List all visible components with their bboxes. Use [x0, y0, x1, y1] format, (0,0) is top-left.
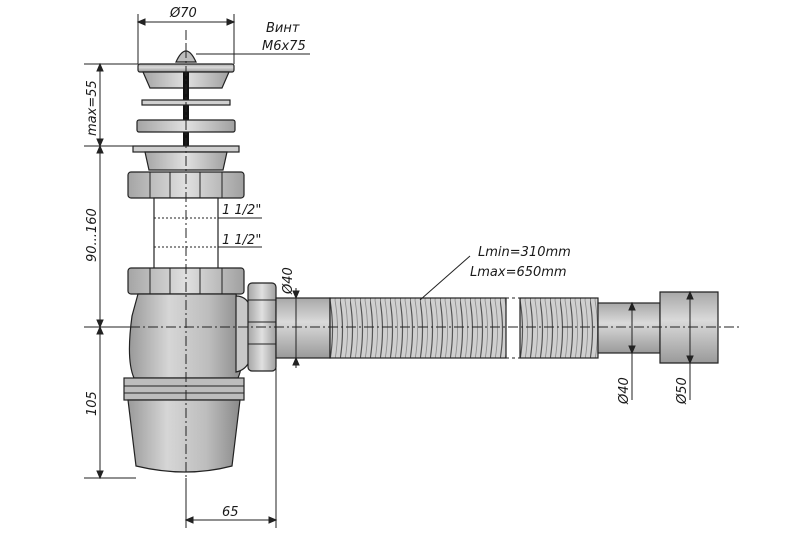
label-lower-height: 105	[85, 391, 100, 416]
lower-nut	[127, 267, 245, 295]
label-max-height: max=55	[85, 80, 100, 136]
label-end-inner-diameter: Ø40	[617, 377, 632, 405]
label-top-diameter: Ø70	[169, 6, 197, 21]
label-screw-title: Винт	[266, 21, 300, 36]
label-adjust-height: 90...160	[85, 208, 100, 262]
label-thread-lower: 1 1/2"	[222, 233, 261, 248]
label-offset: 65	[222, 505, 239, 520]
label-hose-length-min: Lmin=310mm	[478, 245, 571, 260]
siphon-body	[123, 293, 245, 473]
label-end-outer-diameter: Ø50	[675, 377, 690, 405]
label-outlet-diameter: Ø40	[281, 267, 296, 295]
label-hose-length-max: Lmax=650mm	[470, 265, 567, 280]
label-thread-upper: 1 1/2"	[222, 203, 261, 218]
corrugated-hose	[329, 297, 599, 359]
dimension-lines	[84, 14, 694, 528]
label-screw-size: M6x75	[262, 39, 306, 54]
centerlines	[94, 30, 740, 525]
